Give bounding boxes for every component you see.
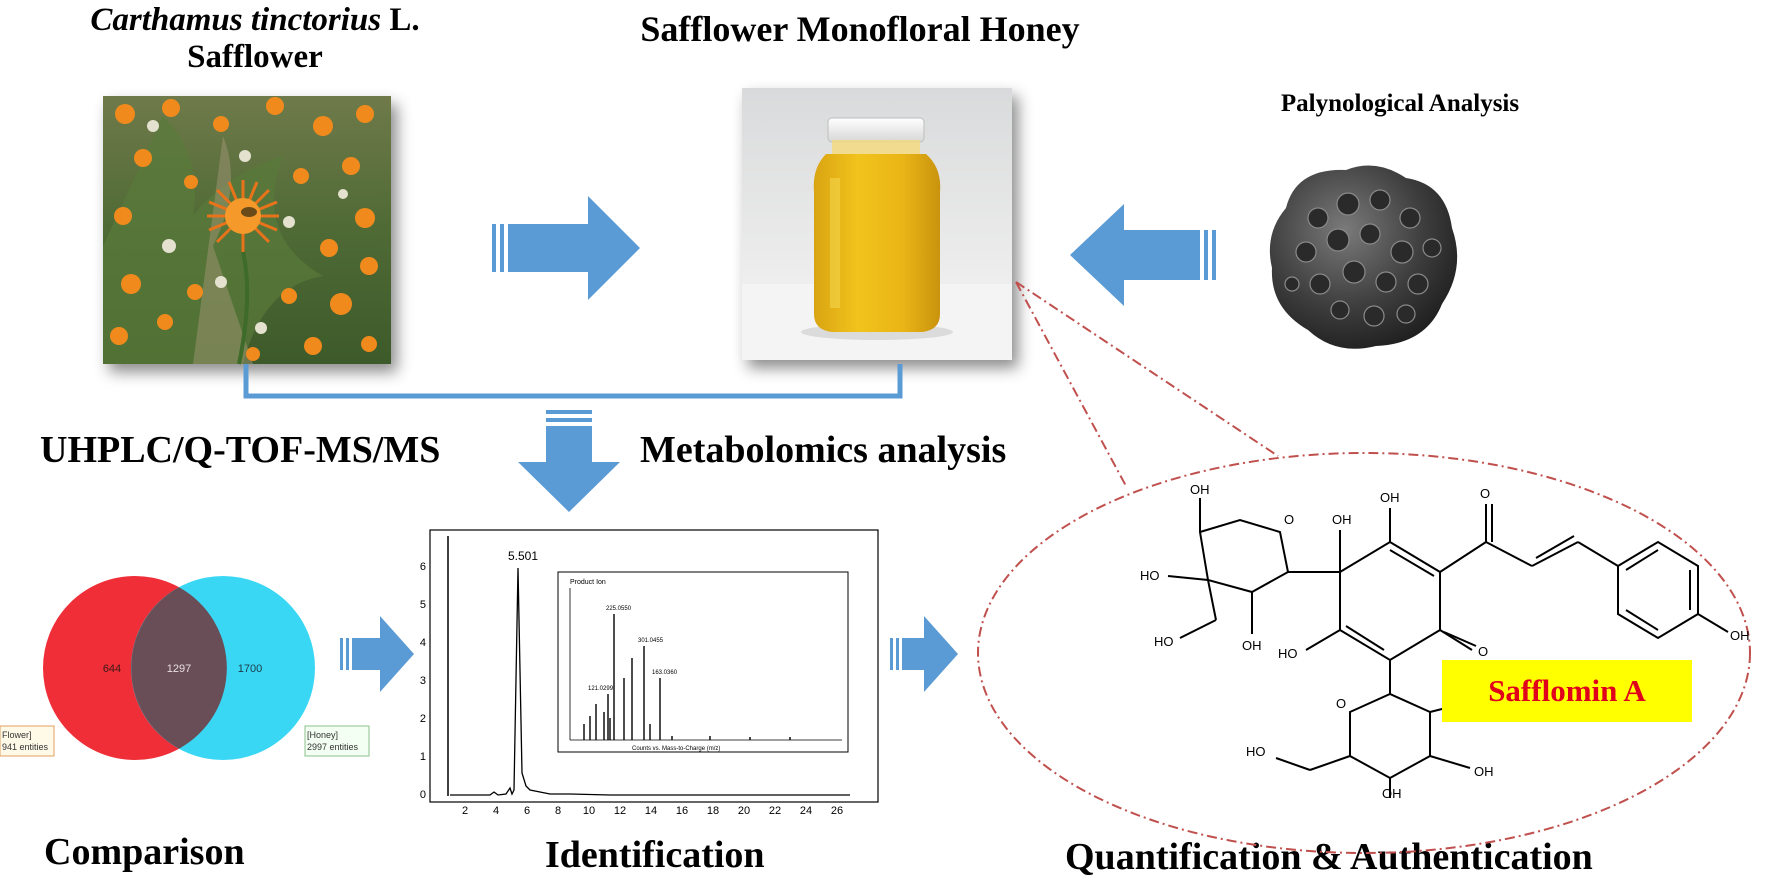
x-tick-20: 20	[738, 805, 750, 817]
ho-label-3: HO	[1278, 646, 1298, 661]
ho-label-4: HO	[1246, 744, 1266, 759]
honey-title: Safflower Monofloral Honey	[640, 9, 1080, 49]
y-tick-0: 0	[420, 789, 426, 801]
oh-label-2: OH	[1242, 638, 1262, 653]
arrow-left-icon	[1070, 204, 1216, 306]
inset-spectrum: Product Ion 225.0550 301.0455 163.0360 1…	[557, 571, 849, 753]
inset-title: Product Ion	[570, 579, 606, 586]
quantification-label: Quantification & Authentication	[1065, 836, 1593, 878]
venn-left-box-l1: Flower]	[2, 730, 32, 740]
oh-label-4: OH	[1380, 490, 1400, 505]
x-tick-16: 16	[676, 805, 688, 817]
y-tick-2: 2	[420, 713, 426, 725]
species-name: Carthamus tinctorius	[90, 2, 382, 38]
species-author: L.	[381, 2, 420, 38]
venn-right-box-l1: [Honey]	[307, 730, 338, 740]
inset-peak-2: 301.0455	[638, 638, 664, 644]
compound-name-badge: Safflomin A	[1442, 660, 1692, 722]
connector-line	[243, 364, 903, 399]
x-tick-24: 24	[800, 805, 812, 817]
keto-o-2: O	[1478, 644, 1488, 659]
x-tick-8: 8	[555, 805, 561, 817]
venn-left-count: 644	[103, 663, 121, 675]
ring-o-2: O	[1336, 696, 1346, 711]
comparison-label: Comparison	[44, 831, 245, 873]
arrow-right-icon	[492, 196, 640, 300]
x-tick-14: 14	[645, 805, 657, 817]
peak-label: 5.501	[508, 549, 538, 563]
x-tick-22: 22	[769, 805, 781, 817]
y-tick-3: 3	[420, 675, 426, 687]
x-tick-26: 26	[831, 805, 843, 817]
metabolomics-label: Metabolomics analysis	[640, 429, 1007, 471]
arrow-down-icon	[518, 410, 620, 512]
x-tick-2: 2	[462, 805, 468, 817]
x-tick-18: 18	[707, 805, 719, 817]
venn-left-box-l2: 941 entities	[2, 742, 49, 752]
venn-overlap	[131, 587, 227, 749]
inset-peak-4: 121.0299	[588, 686, 614, 692]
keto-o-1: O	[1480, 486, 1490, 501]
x-axis-ticks: 2 4 6 8 10 12 14 16 18 20 22 24 26	[462, 805, 843, 817]
inset-xlabel: Counts vs. Mass-to-Charge (m/z)	[632, 746, 720, 752]
venn-right-count: 1700	[238, 663, 262, 675]
oh-label-3: OH	[1332, 512, 1352, 527]
species-title: Carthamus tinctorius L. Safflower	[40, 2, 470, 76]
identification-label: Identification	[545, 834, 765, 876]
chemical-structure: OH HO O HO OH OH OH HO O O OH O OH OH OH…	[1040, 480, 1750, 801]
inset-peak-3: 163.0360	[652, 670, 678, 676]
venn-left-box	[0, 725, 55, 757]
venn-right-box	[304, 725, 370, 757]
x-tick-6: 6	[524, 805, 530, 817]
inset-peak-1: 225.0550	[606, 606, 632, 612]
uhplc-label: UHPLC/Q-TOF-MS/MS	[40, 429, 441, 471]
arrow-right-small-icon	[340, 616, 414, 692]
x-tick-10: 10	[583, 805, 595, 817]
honey-jar-photo	[742, 88, 1012, 360]
oh-label-5: OH	[1730, 628, 1750, 643]
chromatogram-trace	[450, 567, 850, 796]
x-tick-12: 12	[614, 805, 626, 817]
ho-label-2: HO	[1154, 634, 1174, 649]
ring-o-1: O	[1284, 512, 1294, 527]
venn-overlap-count: 1297	[167, 663, 191, 675]
chromatogram: 0 1 2 3 4 5 6 5.501 2 4 6 8 10 12 14 16 …	[410, 528, 880, 818]
y-tick-4: 4	[420, 637, 426, 649]
x-tick-4: 4	[493, 805, 499, 817]
ho-label-1: HO	[1140, 568, 1160, 583]
y-tick-5: 5	[420, 599, 426, 611]
arrow-right-small-icon-2	[890, 616, 958, 692]
oh-label-7: OH	[1474, 764, 1494, 779]
safflower-photo	[103, 96, 391, 365]
palynology-title: Palynological Analysis	[1280, 90, 1520, 117]
oh-label-1: OH	[1190, 482, 1210, 497]
y-axis-ticks: 0 1 2 3 4 5 6	[420, 561, 426, 801]
pollen-grain-image	[1256, 148, 1466, 358]
y-tick-1: 1	[420, 751, 426, 763]
plant-title: Safflower	[187, 39, 323, 75]
oh-label-8: OH	[1382, 786, 1402, 801]
y-tick-6: 6	[420, 561, 426, 573]
venn-diagram: 644 1297 1700 Flower] 941 entities [Hone…	[0, 560, 370, 760]
venn-right-box-l2: 2997 entities	[307, 742, 359, 752]
